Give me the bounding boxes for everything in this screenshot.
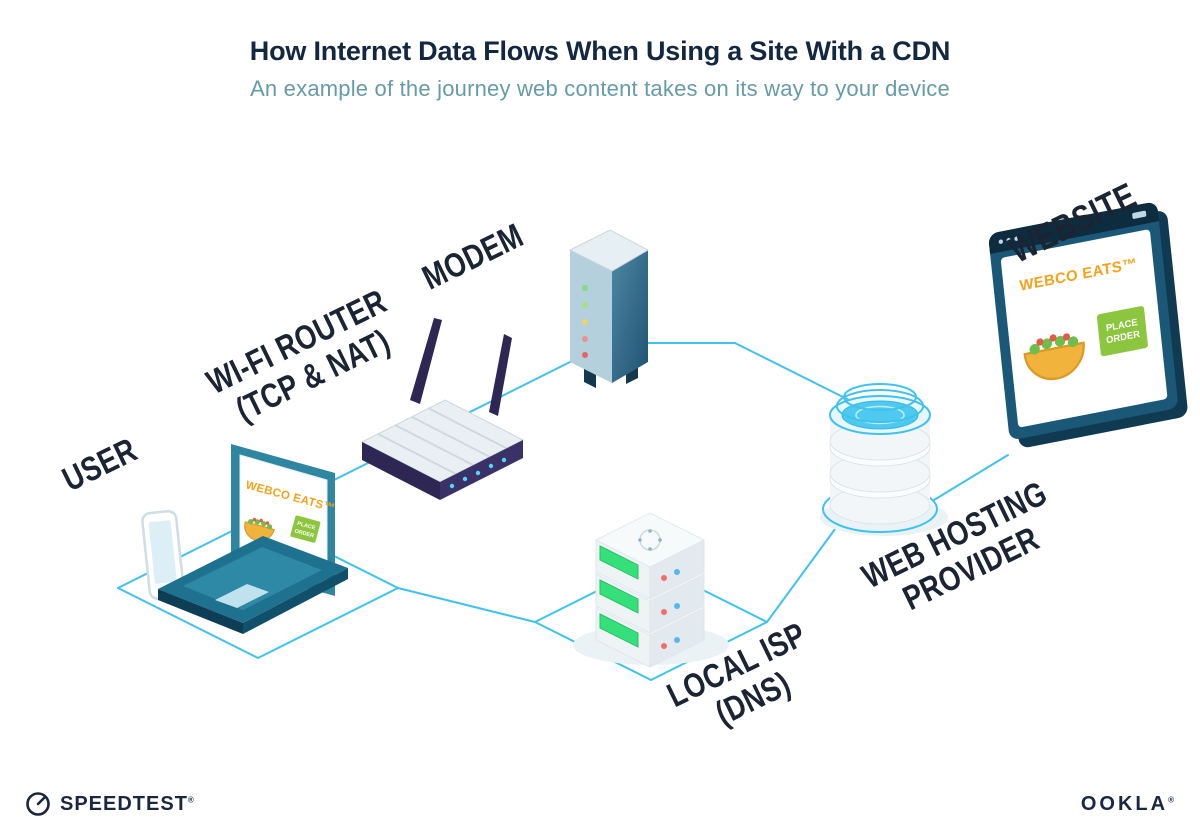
- router-illustration: [360, 318, 525, 500]
- laptop-keyboard: [183, 547, 322, 610]
- isp-server-illustration: [573, 512, 729, 668]
- laptop-order-button: [290, 515, 321, 543]
- browser-menu-icon: [1132, 210, 1147, 219]
- ripple-ring: [836, 389, 924, 423]
- speedtest-logo: SPEEDTEST®: [24, 790, 195, 818]
- router-led-lights: [449, 457, 507, 489]
- speedtest-wordmark-text: SPEEDTEST: [60, 792, 188, 815]
- router-front-right-face: [440, 440, 523, 500]
- website-window-illustration: WEBCO EATS™ PLACE ORDER: [988, 202, 1188, 448]
- modem-led-lights: [582, 285, 588, 358]
- page-title: How Internet Data Flows When Using a Sit…: [249, 36, 951, 66]
- ookla-trademark: ®: [1168, 795, 1174, 805]
- website-order-button: [1096, 306, 1148, 357]
- ookla-wordmark-text: OOKLA: [1080, 793, 1169, 815]
- router-antenna-right: [489, 334, 512, 416]
- laptop-order-button-line1: PLACE: [296, 521, 316, 532]
- speedtest-gauge-icon: [26, 792, 50, 816]
- hosting-database-illustration: [820, 383, 948, 536]
- line-hosting-to-website: [933, 454, 1009, 501]
- speedtest-wordmark: SPEEDTEST®: [60, 793, 195, 816]
- modem-illustration: [568, 229, 650, 388]
- laptop-base-edge-left: [158, 589, 243, 634]
- ripple-ring: [843, 383, 917, 411]
- user-device-illustration: WEBCO EATS™ PLACE ORDER: [141, 444, 348, 634]
- page-subtitle: An example of the journey web content ta…: [250, 76, 950, 101]
- modem-right-face: [612, 250, 648, 383]
- router-front-left-face: [362, 442, 440, 500]
- router-vents: [377, 407, 507, 475]
- router-antenna-left: [410, 318, 442, 404]
- isp-top-buttons: [638, 529, 662, 551]
- website-taco-icon: [1023, 333, 1085, 381]
- speedtest-trademark: ®: [187, 794, 195, 804]
- ookla-logo: OOKLA®: [1081, 793, 1174, 816]
- laptop-base-edge-right: [243, 568, 348, 634]
- modem-front-left-face: [570, 250, 612, 383]
- website-topbar-fill: [989, 211, 1159, 254]
- phone-illustration: [141, 510, 185, 600]
- line-user-to-isp: [397, 587, 536, 623]
- isp-server-unit: [594, 512, 706, 600]
- database-disc-top: [829, 383, 931, 461]
- laptop-order-button-line2: ORDER: [294, 528, 315, 539]
- laptop-trackpad: [215, 584, 269, 608]
- ookla-wordmark: OOKLA®: [1081, 793, 1174, 815]
- header: How Internet Data Flows When Using a Sit…: [0, 36, 1200, 102]
- line-isp-to-hosting: [766, 524, 839, 623]
- browser-buttons: [998, 236, 1019, 244]
- modem-top-face: [568, 229, 650, 272]
